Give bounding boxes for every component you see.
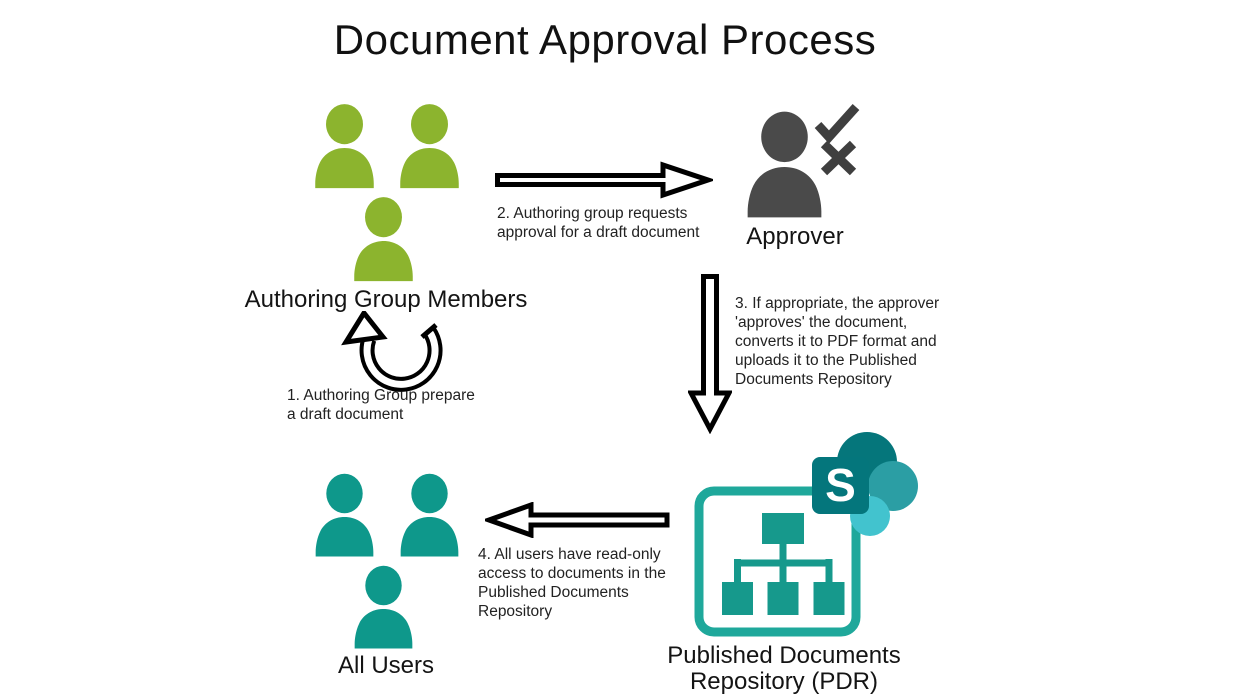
arrow-down-icon — [688, 274, 732, 434]
org-chart-icon — [722, 513, 845, 615]
page-title: Document Approval Process — [333, 16, 877, 63]
person-icon — [400, 104, 459, 189]
check-icon — [814, 103, 860, 144]
arrow-right-icon — [495, 161, 713, 199]
step-1-note: 1. Authoring Group prepare a draft docum… — [287, 387, 475, 423]
x-icon — [820, 140, 857, 176]
sharepoint-logo-icon: S — [812, 432, 918, 536]
authoring-group-label: Authoring Group Members — [244, 286, 528, 313]
approve-reject-marks-icon — [814, 103, 860, 176]
pdr-icon: S — [694, 432, 918, 637]
step-4-note: 4. All users have read-only access to do… — [478, 546, 666, 620]
person-icon — [315, 473, 374, 557]
all-users-group-icon — [306, 473, 468, 653]
person-icon — [315, 104, 374, 189]
approver-label: Approver — [746, 223, 844, 250]
approver-person-icon — [747, 111, 822, 218]
pdr-label: Published Documents Repository (PDR) — [667, 642, 901, 695]
step-2-note: 2. Authoring group requests approval for… — [497, 205, 700, 241]
cycle-arrow-icon — [341, 311, 443, 392]
person-icon — [354, 565, 413, 649]
all-users-label: All Users — [337, 652, 434, 679]
step-3-note: 3. If appropriate, the approver 'approve… — [735, 295, 940, 388]
person-icon — [354, 197, 413, 282]
arrow-left-icon — [485, 502, 670, 538]
person-icon — [400, 473, 459, 557]
sharepoint-letter: S — [825, 459, 856, 511]
authoring-group-icon — [306, 103, 468, 285]
